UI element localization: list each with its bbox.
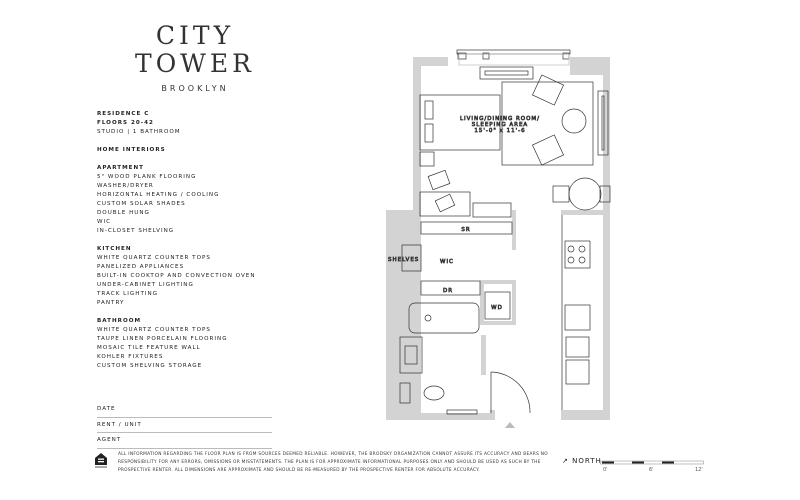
form-field-date[interactable]: DATE [97, 402, 272, 418]
feature-item: PANELIZED APPLIANCES [97, 264, 185, 270]
kitchen [561, 215, 591, 410]
feature-item: HORIZONTAL HEATING / COOLING [97, 192, 220, 198]
agent-form: DATE RENT / UNIT AGENT [97, 402, 272, 449]
feature-item: TRACK LIGHTING [97, 291, 159, 297]
north-arrow-icon: ↗ [562, 457, 569, 465]
date-label: DATE [97, 406, 116, 413]
entry-door[interactable] [490, 371, 531, 428]
feature-item: CUSTOM SHELVING STORAGE [97, 363, 203, 369]
equal-housing-icon [95, 453, 107, 468]
scale-label-6: 6' [649, 467, 654, 473]
sleeping-area-label: SLEEPING AREA [472, 122, 528, 128]
section-heading: APARTMENT [97, 165, 145, 171]
wic-label: WIC [440, 259, 454, 265]
north-label: NORTH [572, 457, 602, 465]
feature-item: MOSAIC TILE FEATURE WALL [97, 345, 201, 351]
section-heading: KITCHEN [97, 246, 132, 252]
scale-label-12: 12' [695, 467, 703, 473]
walls [386, 57, 610, 420]
residence-floors: FLOORS 20-42 [97, 120, 154, 126]
feature-item: TAUPE LINEN PORCELAIN FLOORING [97, 336, 228, 342]
feature-item: KOHLER FIXTURES [97, 354, 164, 360]
feature-item: WASHER/DRYER [97, 183, 154, 189]
disclaimer: All information regarding the floor plan… [118, 452, 548, 473]
home-interiors-heading: HOME INTERIORS [97, 147, 166, 153]
form-field-agent[interactable]: AGENT [97, 433, 272, 449]
feature-item: CUSTOM SOLAR SHADES [97, 201, 186, 207]
living-room-dimensions: 15'-0" x 11'-6 [474, 128, 525, 134]
feature-item: IN-CLOSET SHELVING [97, 228, 175, 234]
residence-name: RESIDENCE C [97, 111, 150, 117]
closets [401, 221, 513, 320]
logo-location: BROOKLYN [161, 84, 229, 93]
feature-item: UNDER-CABINET LIGHTING [97, 282, 194, 288]
logo-line-2: TOWER [135, 49, 255, 78]
bed [419, 94, 501, 167]
city-tower-logo: CITY TOWER BROOKLYN [120, 21, 270, 94]
rent-label: RENT / UNIT [97, 421, 142, 428]
agent-label: AGENT [97, 437, 122, 444]
living-area-furniture [419, 74, 611, 218]
logo-line-1: CITY [155, 21, 235, 50]
living-room-label: LIVING/DINING ROOM/ [460, 116, 540, 122]
window [456, 49, 571, 80]
form-field-rent[interactable]: RENT / UNIT [97, 418, 272, 433]
feature-item: DOUBLE HUNG [97, 210, 150, 216]
section-heading: BATHROOM [97, 318, 142, 324]
wd-label: WD [491, 305, 503, 311]
feature-item: WHITE QUARTZ COUNTER TOPS [97, 255, 211, 261]
feature-item: WIC [97, 219, 112, 225]
feature-item: PANTRY [97, 300, 125, 306]
bathroom [399, 302, 480, 415]
feature-item: 5" WOOD PLANK FLOORING [97, 174, 197, 180]
feature-item: WHITE QUARTZ COUNTER TOPS [97, 327, 211, 333]
residence-info: RESIDENCE C FLOORS 20-42 STUDIO | 1 BATH… [97, 110, 287, 371]
dr-label: DR [443, 288, 453, 294]
north-indicator: ↗ NORTH [562, 457, 602, 465]
residence-type: STUDIO | 1 BATHROOM [97, 129, 181, 135]
sr-label: SR [461, 227, 470, 233]
scale-bar [600, 460, 704, 465]
scale-label-0: 0' [603, 467, 608, 473]
shelves-label: SHELVES [388, 257, 419, 263]
feature-item: BUILT-IN COOKTOP AND CONVECTION OVEN [97, 273, 256, 279]
